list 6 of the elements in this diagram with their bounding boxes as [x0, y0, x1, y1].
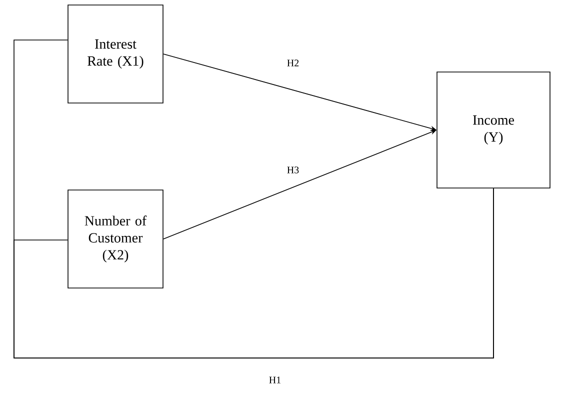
edge-label: H3	[287, 166, 299, 174]
edge-label: H1	[269, 376, 281, 384]
variable-box: Number of Customer (X2)	[68, 190, 164, 288]
edge-label: H2	[287, 60, 299, 66]
variable-box: Income (Y)	[436, 72, 550, 188]
variable-box: Interest Rate (X1)	[68, 4, 164, 104]
